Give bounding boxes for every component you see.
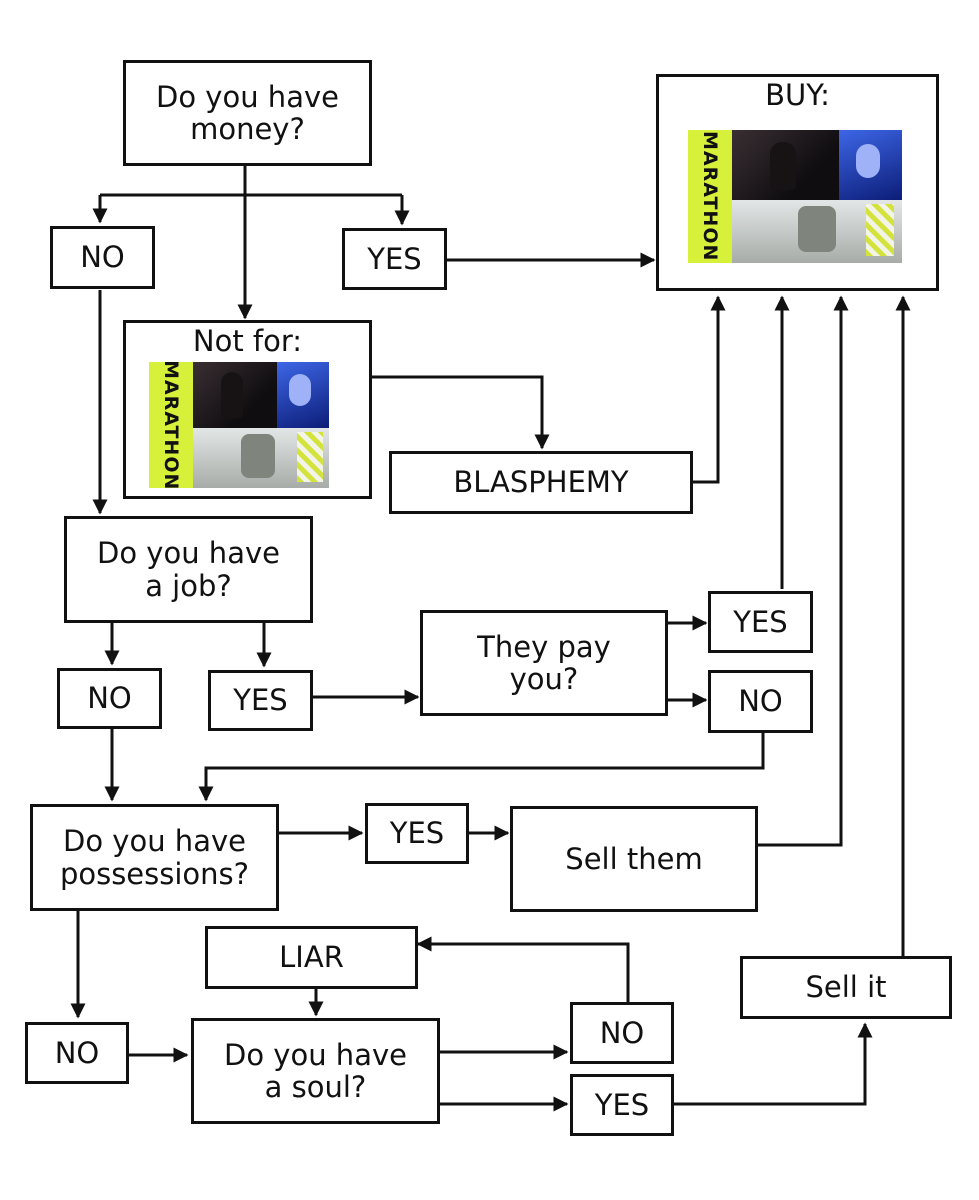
node-poss-yes: YES <box>365 803 469 864</box>
node-pay-yes-label: YES <box>733 604 788 639</box>
arrow-soulno-liar <box>416 936 630 1002</box>
cover-wordmark: MARATHON <box>160 362 182 488</box>
node-sell-it-label: Sell it <box>805 970 887 1005</box>
node-job-no: NO <box>57 668 162 729</box>
arrow-payno-possessions <box>198 733 765 802</box>
node-job-label: Do you have a job? <box>97 536 280 603</box>
node-soul-label: Do you have a soul? <box>224 1037 407 1104</box>
node-soul-yes: YES <box>570 1074 674 1136</box>
node-possessions-label: Do you have possessions? <box>59 824 250 891</box>
arrow-blasphemy-buy <box>692 295 726 484</box>
node-money-yes: YES <box>342 228 447 290</box>
node-blasphemy: BLASPHEMY <box>389 451 693 514</box>
marathon-cover-image-buy: MARATHON <box>688 130 902 263</box>
arrow-notfor-blasphemy <box>372 375 550 450</box>
node-poss-yes-label: YES <box>389 816 445 851</box>
cover-spine: MARATHON <box>149 362 193 488</box>
node-pay-yes: YES <box>708 591 813 653</box>
arrow-soulyes-sellit <box>674 1022 873 1106</box>
node-possessions-question: Do you have possessions? <box>30 804 279 911</box>
node-liar: LIAR <box>205 926 418 989</box>
node-sell-them-label: Sell them <box>565 841 703 876</box>
node-soul-no: NO <box>570 1002 674 1064</box>
node-job-question: Do you have a job? <box>64 516 313 623</box>
node-buy-label: BUY: <box>765 78 830 112</box>
node-money-label: Do you have money? <box>156 79 339 146</box>
node-blasphemy-label: BLASPHEMY <box>453 465 629 500</box>
node-pay-no-label: NO <box>738 684 783 719</box>
node-money-question: Do you have money? <box>123 60 372 166</box>
node-soul-question: Do you have a soul? <box>191 1018 440 1124</box>
node-sell-them: Sell them <box>510 806 758 912</box>
node-poss-no: NO <box>25 1022 129 1084</box>
cover-wordmark: MARATHON <box>699 131 721 262</box>
node-pay-question: They pay you? <box>420 610 668 716</box>
node-job-yes: YES <box>208 670 313 731</box>
node-poss-no-label: NO <box>54 1035 100 1070</box>
node-job-no-label: NO <box>87 681 132 716</box>
node-soul-no-label: NO <box>599 1015 645 1050</box>
cover-spine: MARATHON <box>688 130 732 263</box>
node-money-no-label: NO <box>80 240 125 275</box>
node-pay-label: They pay you? <box>477 629 611 696</box>
node-soul-yes-label: YES <box>594 1087 650 1122</box>
node-not-for-label: Not for: <box>192 324 303 358</box>
cover-art <box>193 362 329 488</box>
cover-art <box>732 130 902 263</box>
node-job-yes-label: YES <box>233 683 288 718</box>
node-sell-it: Sell it <box>740 956 952 1019</box>
node-money-no: NO <box>50 226 155 289</box>
arrow-sellthem-buy <box>757 295 849 847</box>
node-pay-no: NO <box>708 670 813 733</box>
node-money-yes-label: YES <box>367 241 422 276</box>
marathon-cover-image-not-for: MARATHON <box>149 362 329 488</box>
node-liar-label: LIAR <box>279 940 344 975</box>
